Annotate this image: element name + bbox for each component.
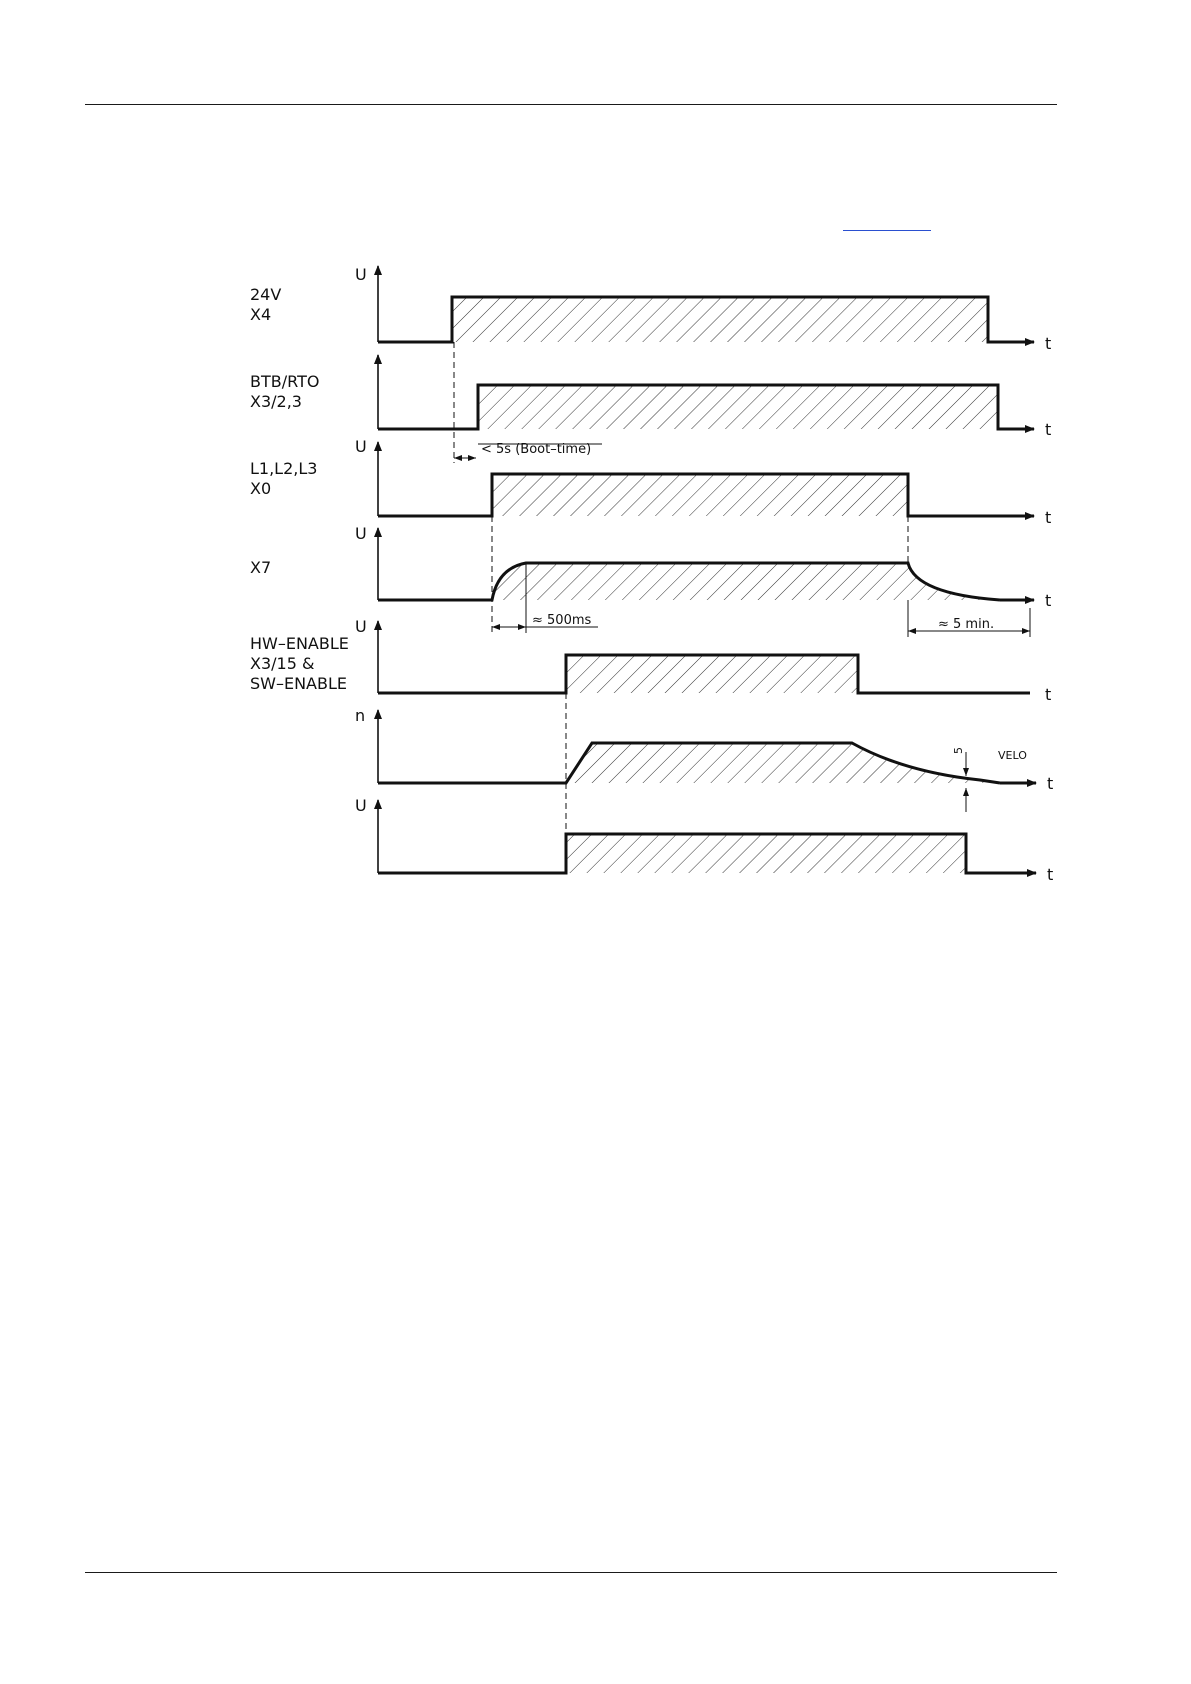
time-label-t: t [1045,591,1051,610]
pulse-fill-enable [566,655,858,693]
time-label-t: t [1045,685,1051,704]
time-label-t: t [1047,865,1053,884]
time-label-t: t [1045,420,1051,439]
label-hw-enable: HW–ENABLE [250,634,349,653]
signal-btb-rto [378,385,1008,429]
signal-labels: 24V X4 BTB/RTO X3/2,3 L1,L2,L3 X0 X7 HW–… [250,285,349,693]
axis-label-n: n [355,706,365,725]
signal-mains [378,474,910,516]
label-x0: X0 [250,479,271,498]
label-x7: X7 [250,558,271,577]
pulse-fill-24v [452,297,988,342]
axis-label-u: U [355,265,367,284]
charge-time-label: ≈ 500ms [532,613,592,628]
boot-time-label: < 5s (Boot–time) [481,442,591,457]
label-24v: 24V [250,285,281,304]
pulse-fill-btb [478,385,998,429]
label-l1-l2-l3: L1,L2,L3 [250,459,317,478]
label-x3-15: X3/15 & [250,654,314,673]
time-label-t: t [1045,334,1051,353]
axis-label-u: U [355,617,367,636]
axis-labels: U U U U n U [355,265,367,815]
discharge-time-label: ≈ 5 min. [938,617,994,632]
signal-speed: 5 VELO [378,743,1027,833]
footer-rule [85,1572,1057,1573]
axis-label-u: U [355,437,367,456]
label-sw-enable: SW–ENABLE [250,674,347,693]
label-x3-2-3: X3/2,3 [250,392,302,411]
pulse-fill-mains [492,474,908,516]
speed-fill [566,743,1000,783]
velo-label: VELO [998,749,1027,762]
time-label-t: t [1045,508,1051,527]
signal-brake [378,834,968,873]
signal-24v [378,297,1000,342]
pulse-fill-brake [566,834,966,873]
signal-x7: ≈ 500ms ≈ 5 min. [378,516,1030,637]
axis-label-u: U [355,524,367,543]
label-btb-rto: BTB/RTO [250,372,319,391]
time-label-t: t [1047,774,1053,793]
velo-value: 5 [952,747,965,754]
time-labels: t t t t t t t [1045,334,1053,884]
label-x4: X4 [250,305,271,324]
axis-label-u: U [355,796,367,815]
